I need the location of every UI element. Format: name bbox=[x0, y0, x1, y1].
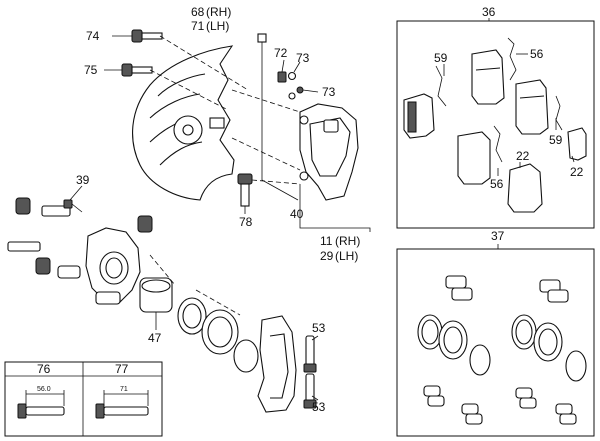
piston-and-seals-drawing bbox=[139, 277, 259, 373]
pin-table-dimension-77: 71 bbox=[120, 386, 128, 393]
callout-11: 11 bbox=[320, 234, 333, 248]
callout-71: 71 bbox=[191, 19, 205, 33]
pin-table-dimension-76: 56.0 bbox=[37, 386, 51, 393]
caliper-bracket-drawing bbox=[299, 103, 371, 232]
caliper-body-drawing bbox=[85, 227, 141, 305]
callout-53-lower: 53 bbox=[312, 400, 326, 414]
dust-shield-drawing bbox=[132, 45, 235, 201]
guide-pins-and-boots-drawing bbox=[7, 185, 153, 279]
callout-68: 68 bbox=[191, 5, 205, 19]
bolt-75-drawing bbox=[104, 63, 153, 77]
callout-73-lower: 73 bbox=[322, 85, 336, 99]
callout-36: 36 bbox=[482, 5, 496, 19]
pad-kit-drawing bbox=[403, 37, 587, 213]
callout-11-side: (RH) bbox=[335, 234, 360, 248]
pad-kit-box bbox=[396, 20, 595, 229]
callout-29: 29 bbox=[320, 249, 334, 263]
callout-73-upper: 73 bbox=[296, 51, 310, 65]
outer-pad-bracket-drawing bbox=[257, 315, 297, 413]
callout-78: 78 bbox=[239, 215, 253, 229]
pin-table bbox=[4, 361, 163, 437]
callout-75: 75 bbox=[84, 63, 98, 77]
bolt-74-drawing bbox=[112, 29, 163, 43]
callout-74: 74 bbox=[86, 29, 100, 43]
seal-kit-drawing bbox=[417, 275, 587, 425]
bolt-78-drawing bbox=[237, 173, 253, 214]
pin-table-header-76: 76 bbox=[37, 362, 51, 376]
callout-40: 40 bbox=[290, 207, 304, 221]
callout-56-upper: 56 bbox=[530, 47, 544, 61]
callout-59-lower: 59 bbox=[549, 133, 563, 147]
leader-40 bbox=[257, 33, 299, 201]
callout-59-upper: 59 bbox=[434, 51, 448, 65]
callout-22-right: 22 bbox=[570, 165, 584, 179]
callout-22-middle: 22 bbox=[516, 149, 530, 163]
callout-71-side: (LH) bbox=[206, 19, 229, 33]
pin-table-header-77: 77 bbox=[115, 362, 129, 376]
callout-68-side: (RH) bbox=[206, 5, 231, 19]
guide-bolts-53-drawing bbox=[303, 335, 319, 409]
callout-37: 37 bbox=[491, 229, 505, 243]
seal-kit-box bbox=[396, 248, 595, 437]
callout-53-upper: 53 bbox=[312, 321, 326, 335]
callout-29-side: (LH) bbox=[335, 249, 358, 263]
callout-72: 72 bbox=[274, 46, 288, 60]
callout-56-lower: 56 bbox=[490, 177, 504, 191]
fitting-72-73-drawing bbox=[277, 59, 319, 100]
callout-39: 39 bbox=[76, 173, 90, 187]
callout-47: 47 bbox=[148, 331, 162, 345]
